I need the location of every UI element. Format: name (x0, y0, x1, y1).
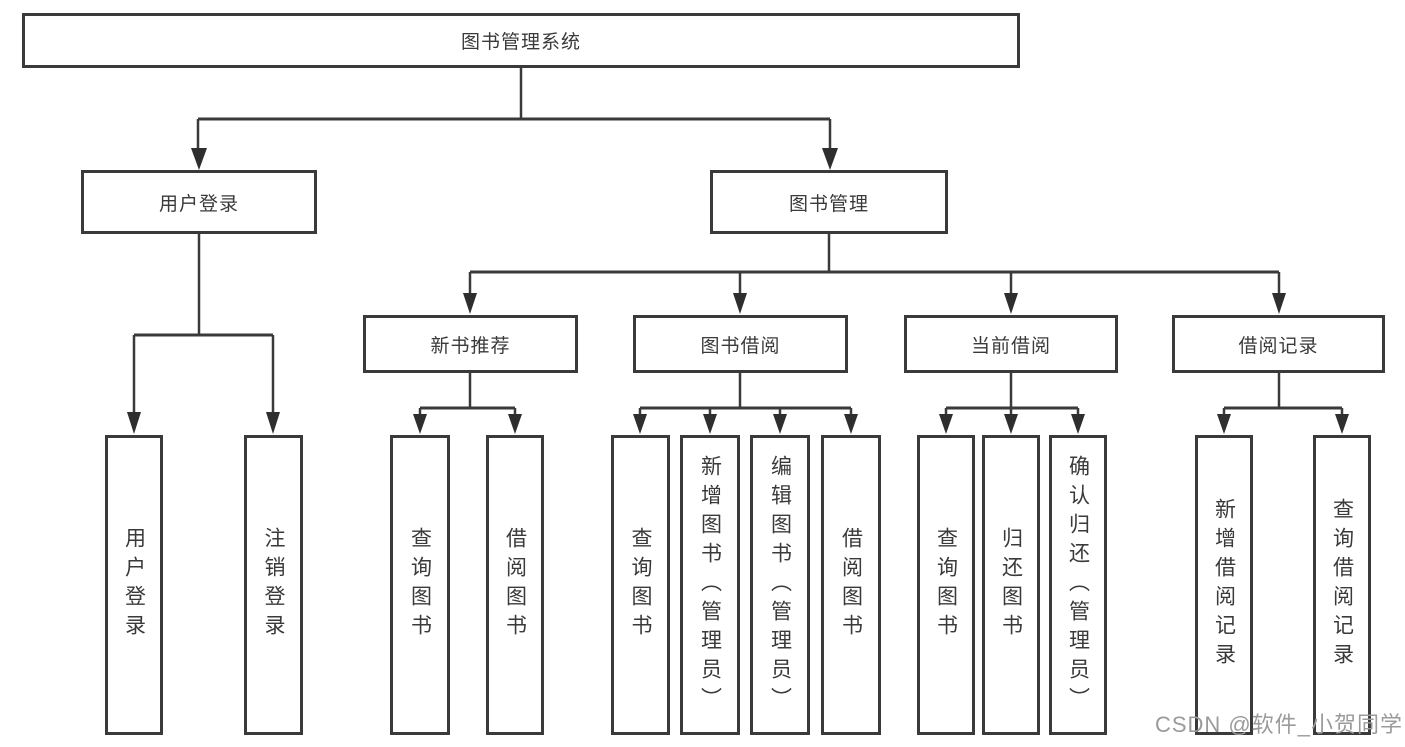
leaf-label: 查询图书 (934, 527, 958, 643)
node-new-book-recommendation: 新书推荐 (363, 315, 578, 373)
node-borrowing-records: 借阅记录 (1172, 315, 1385, 373)
leaf-borrow-books: 借阅图书 (486, 435, 544, 735)
leaf-return-books: 归还图书 (982, 435, 1040, 735)
leaf-label: 查询图书 (408, 527, 432, 643)
leaf-label: 新增借阅记录 (1212, 498, 1236, 672)
leaf-logout: 注销登录 (244, 435, 303, 735)
arrowhead-icons (127, 148, 1349, 434)
node-label: 图书借阅 (700, 335, 781, 357)
leaf-confirm-return-admin: 确认归还（管理员） (1049, 435, 1107, 735)
leaf-query-books: 查询图书 (917, 435, 975, 735)
node-label: 当前借阅 (970, 335, 1051, 357)
leaf-label: 编辑图书（管理员） (768, 454, 792, 716)
node-label: 借阅记录 (1238, 335, 1319, 357)
leaf-label: 借阅图书 (839, 527, 863, 643)
csdn-watermark: CSDN @软件_小贺同学 (1154, 712, 1403, 737)
node-book-borrowing: 图书借阅 (633, 315, 848, 373)
leaf-label: 查询图书 (629, 527, 652, 643)
node-current-borrowing: 当前借阅 (904, 315, 1118, 373)
node-label: 新书推荐 (430, 335, 511, 357)
leaf-label: 注销登录 (262, 527, 285, 643)
leaf-label: 确认归还（管理员） (1066, 454, 1090, 716)
leaf-label: 借阅图书 (503, 527, 527, 643)
node-label: 用户登录 (158, 193, 239, 215)
leaf-label: 查询借阅记录 (1330, 498, 1354, 672)
leaf-add-borrow-record: 新增借阅记录 (1195, 435, 1253, 735)
leaf-borrow-books: 借阅图书 (821, 435, 881, 735)
leaf-query-books: 查询图书 (611, 435, 670, 735)
node-label: 图书管理 (788, 193, 869, 215)
leaf-label: 新增图书（管理员） (698, 454, 722, 716)
node-library-management-system: 图书管理系统 (22, 13, 1020, 68)
node-label: 图书管理系统 (460, 32, 581, 53)
node-user-login: 用户登录 (81, 170, 317, 234)
leaf-query-borrow-record: 查询借阅记录 (1313, 435, 1371, 735)
leaf-user-login: 用户登录 (105, 435, 163, 735)
node-book-management: 图书管理 (710, 170, 948, 234)
leaf-edit-books-admin: 编辑图书（管理员） (750, 435, 810, 735)
leaf-add-books-admin: 新增图书（管理员） (680, 435, 740, 735)
leaf-label: 归还图书 (999, 527, 1023, 643)
leaf-label: 用户登录 (122, 527, 146, 643)
leaf-query-books: 查询图书 (390, 435, 450, 735)
